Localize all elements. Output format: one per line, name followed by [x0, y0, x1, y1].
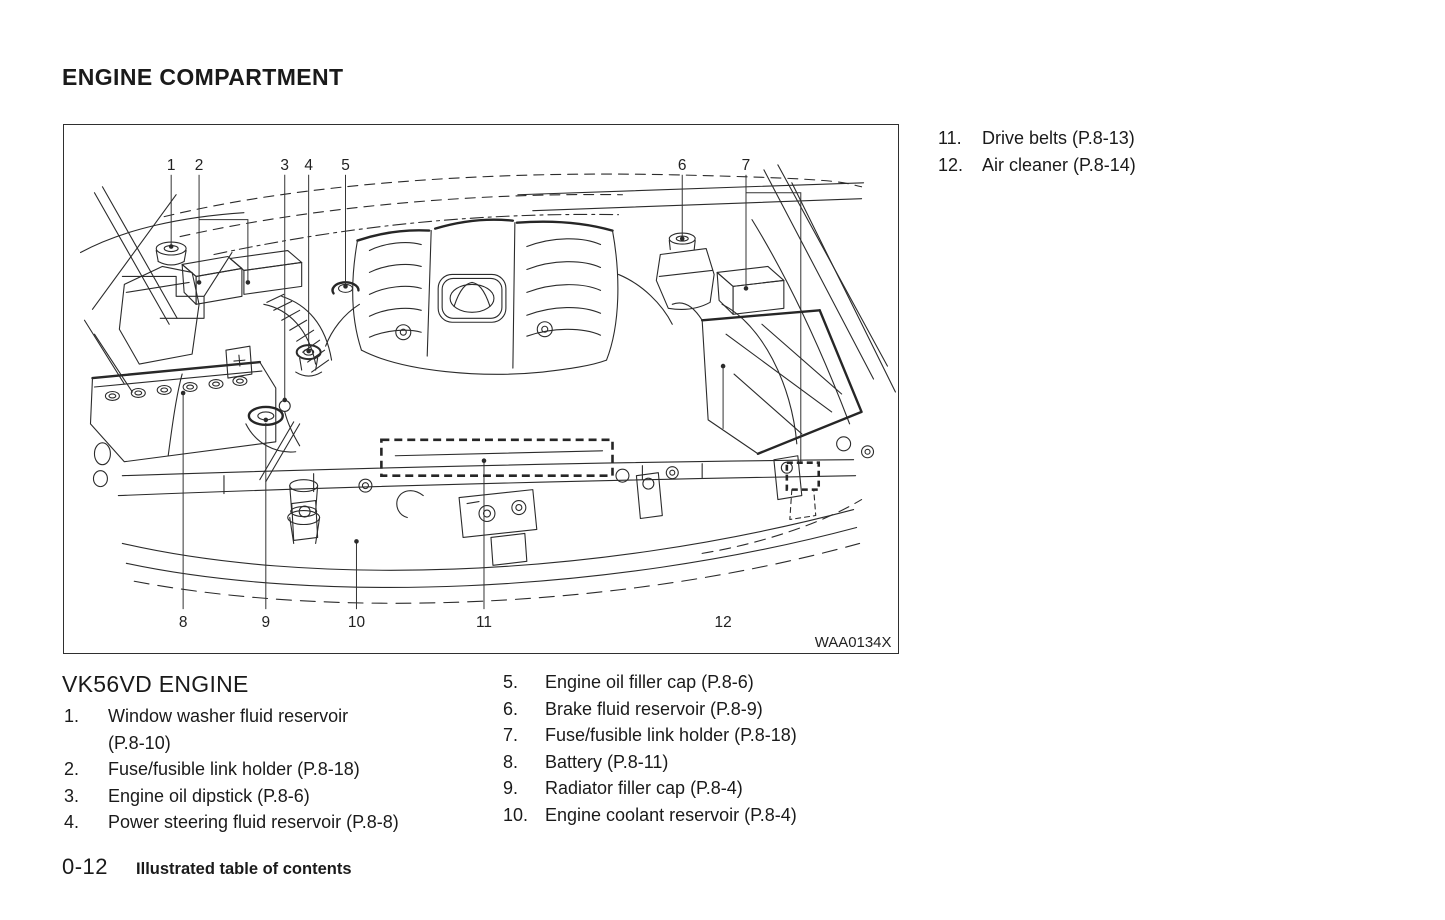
callout-9: 9 [262, 614, 271, 631]
legend-item-4: 4. Power steering fluid reservoir (P.8-8… [64, 809, 462, 836]
page-number: 0-12 [62, 854, 109, 879]
battery [89, 360, 277, 463]
right-fender-lines [721, 164, 896, 445]
legend-item-label: Window washer fluid reservoir [108, 706, 349, 726]
engine-compartment-diagram: 1 2 3 4 5 6 7 8 9 10 11 12 WAA0134X [79, 157, 896, 651]
engine-model-heading: VK56VD ENGINE [62, 671, 249, 697]
page-title: ENGINE COMPARTMENT [62, 64, 344, 90]
legend-item-number: 7. [503, 725, 519, 745]
washer-fluid-reservoir [118, 241, 200, 365]
legend-item-label: Radiator filler cap (P.8-4) [545, 778, 743, 798]
legend-item-1: 1. Window washer fluid reservoir [64, 703, 462, 730]
legend-item-number: 6. [503, 698, 519, 719]
legend-item-5: 5. Engine oil filler cap (P.8-6) [503, 669, 903, 696]
legend-item-1-line2: (P.8-10) [108, 732, 171, 753]
chapter-title: Illustrated table of contents [136, 860, 352, 878]
legend-item-7: 7. Fuse/fusible link holder (P.8-18) [503, 722, 903, 749]
legend-item-label: Fuse/fusible link holder (P.8-18) [545, 725, 797, 745]
legend-item-3: 3. Engine oil dipstick (P.8-6) [64, 783, 462, 810]
legend-item-number: 5. [503, 672, 519, 692]
figure-code: WAA0134X [815, 634, 892, 651]
callout-11: 11 [476, 614, 492, 631]
callout-4: 4 [304, 157, 313, 174]
legend-left: 1. Window washer fluid reservoir (P.8-10… [64, 703, 462, 836]
legend-item-label: Engine oil dipstick (P.8-6) [108, 785, 310, 806]
callout-12: 12 [714, 614, 731, 631]
cover-bolts [395, 321, 553, 341]
callout-1: 1 [167, 157, 176, 174]
radiator-support [117, 436, 875, 566]
legend-item-label: Engine oil filler cap (P.8-6) [545, 672, 754, 692]
corrugated-hose [263, 293, 333, 373]
fuse-link-region-lower [785, 461, 821, 521]
brake-fluid-reservoir [655, 232, 715, 310]
legend-item-label: Brake fluid reservoir (P.8-9) [545, 698, 763, 719]
fuse-link-holders-left [181, 249, 303, 305]
page-footer: 0-12 Illustrated table of contents [62, 854, 352, 880]
callout-5: 5 [341, 157, 350, 174]
legend-item-label: Engine coolant reservoir (P.8-4) [545, 804, 797, 825]
legend-item-number: 4. [64, 812, 80, 832]
fuse-link-holder-right [716, 265, 785, 315]
callout-2: 2 [195, 157, 204, 174]
engine-compartment-figure: 1 2 3 4 5 6 7 8 9 10 11 12 WAA0134X [63, 124, 899, 654]
legend-item-number: 1. [64, 706, 80, 726]
air-cleaner [671, 302, 863, 455]
legend-item-number: 10. [503, 804, 529, 825]
callout-10: 10 [348, 614, 365, 631]
infiniti-badge [437, 273, 507, 323]
legend-right: 11. Drive belts (P.8-13) 12. Air cleaner… [938, 125, 1258, 178]
engine-oil-dipstick [278, 399, 301, 447]
legend-item-11: 11. Drive belts (P.8-13) [938, 125, 1258, 152]
callout-numbers: 1 2 3 4 5 6 7 8 9 10 11 12 [167, 157, 750, 631]
legend-item-number: 2. [64, 759, 80, 779]
legend-item-number: 9. [503, 778, 519, 798]
callout-8: 8 [179, 614, 188, 631]
callout-leader-lines [168, 174, 802, 610]
legend-item-label: Air cleaner (P.8-14) [982, 154, 1136, 175]
engine-cover [325, 218, 673, 375]
bumper-lines [92, 421, 863, 604]
legend-item-label: Fuse/fusible link holder (P.8-18) [108, 759, 360, 779]
legend-item-number: 3. [64, 785, 80, 806]
legend-item-10: 10. Engine coolant reservoir (P.8-4) [503, 802, 903, 829]
legend-item-12: 12. Air cleaner (P.8-14) [938, 152, 1258, 179]
legend-item-label: Power steering fluid reservoir (P.8-8) [108, 812, 399, 832]
legend-item-8: 8. Battery (P.8-11) [503, 749, 903, 776]
legend-item-label: Battery (P.8-11) [545, 751, 669, 772]
legend-item-6: 6. Brake fluid reservoir (P.8-9) [503, 696, 903, 723]
legend-item-number: 8. [503, 751, 519, 772]
legend-item-9: 9. Radiator filler cap (P.8-4) [503, 775, 903, 802]
callout-6: 6 [678, 157, 687, 174]
drive-belts-region [380, 438, 614, 477]
callout-3: 3 [280, 157, 289, 174]
legend-item-number: 12. [938, 154, 964, 175]
legend-item-2: 2. Fuse/fusible link holder (P.8-18) [64, 756, 462, 783]
legend-item-label: Drive belts (P.8-13) [982, 128, 1135, 148]
legend-item-number: 11. [938, 128, 962, 148]
callout-7: 7 [742, 157, 751, 174]
legend-middle: 5. Engine oil filler cap (P.8-6) 6. Brak… [503, 669, 903, 828]
